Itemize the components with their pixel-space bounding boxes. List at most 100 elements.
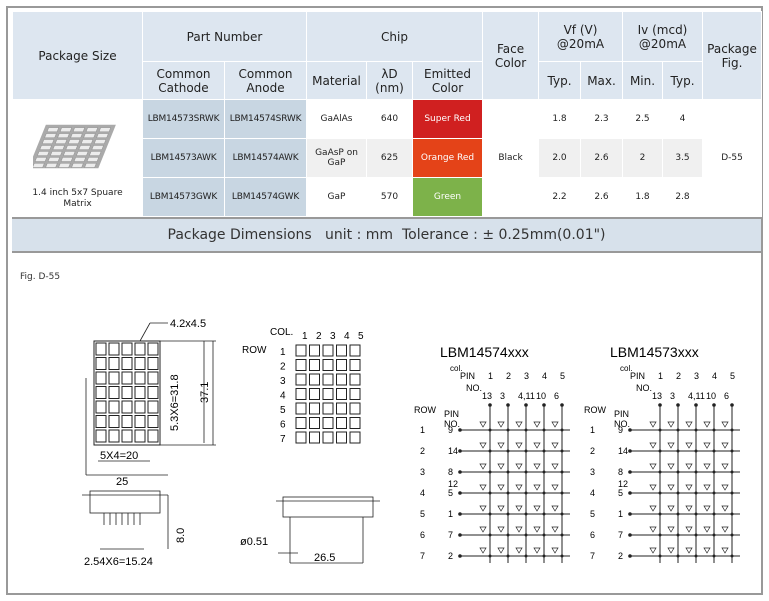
grid-col-number: 4 (344, 331, 350, 342)
grid-cell (336, 388, 347, 400)
wavelength-3: 570 (366, 177, 413, 217)
grid-cell (336, 417, 347, 429)
schem-col-number: 2 (506, 371, 511, 381)
front-dot (95, 342, 107, 356)
schem-node (458, 470, 462, 474)
material-2: GaAsP on GaP (306, 138, 367, 178)
front-dot (147, 386, 159, 399)
grid-row-label: ROW (242, 345, 267, 356)
schem-node (628, 554, 632, 558)
grid-cell (322, 344, 334, 357)
dim-total-width: 25 (116, 476, 128, 488)
schem-led (721, 463, 729, 470)
iv-typ-1: 4 (662, 99, 704, 139)
package-dimensions-bar: Package Dimensions unit : mm Tolerance :… (12, 217, 761, 253)
schem-node (506, 449, 510, 453)
schem-led (667, 421, 675, 428)
cathode-title: LBM14573xxx (610, 344, 699, 360)
header-iv: Iv (mcd) @20mA (622, 11, 704, 62)
schem-row-pin: 8 (448, 467, 453, 477)
schem-led (533, 442, 541, 449)
front-dot (95, 386, 107, 399)
front-dot (134, 415, 146, 428)
schem-led (703, 526, 711, 533)
vf-max-2: 2.6 (580, 138, 624, 178)
matrix-dot (54, 139, 67, 144)
matrix-dot (67, 139, 80, 144)
schem-row-pin: 2 (618, 551, 623, 561)
grid-cell (349, 402, 361, 415)
schem-node (542, 428, 546, 432)
schem-row-number: 4 (590, 488, 595, 498)
schem-col-pin: 4,11 (688, 391, 705, 401)
schem-led (479, 526, 487, 533)
schem-row-pin: 5 (448, 488, 453, 498)
schem-row-number: 1 (420, 425, 425, 435)
schem-node (458, 428, 462, 432)
schem-pin-label: PIN (460, 371, 475, 381)
front-dot (147, 342, 159, 356)
dim-dot-size: 4.2x4.5 (170, 318, 206, 330)
matrix-dot (93, 139, 106, 144)
schem-led (479, 421, 487, 428)
header-package-size: Package Size (12, 11, 143, 100)
header-common-anode: Common Anode (224, 61, 307, 100)
schem-node (730, 491, 734, 495)
schem-col-number: 4 (712, 371, 717, 381)
dim-pin-diameter: ø0.51 (240, 536, 268, 548)
schem-led (667, 442, 675, 449)
schem-led (551, 505, 559, 512)
schem-node (658, 533, 662, 537)
schem-node (712, 403, 716, 407)
grid-col-number: 2 (316, 331, 322, 342)
schem-row-number: 2 (420, 446, 425, 456)
schem-row-number: 3 (590, 467, 595, 477)
dim-height: 5.3X6=31.8 (169, 374, 181, 431)
vf-typ-2: 2.0 (538, 138, 582, 178)
schem-col-label: col. (620, 364, 632, 373)
matrix-dot (56, 133, 70, 138)
front-dot (147, 357, 159, 370)
dim-total-height: 37.1 (199, 382, 211, 403)
schem-led (703, 442, 711, 449)
schem-node (658, 428, 662, 432)
schem-node (712, 554, 716, 558)
header-emitted-color: Emitted Color (411, 61, 484, 100)
cathode-part-1: LBM14573SRWK (142, 99, 225, 139)
schem-col-pin: 3 (670, 391, 675, 401)
header-wavelength: λD (nm) (366, 61, 413, 100)
schem-col-number: 3 (694, 371, 699, 381)
grid-col-label: COL. (270, 327, 293, 338)
schem-node (524, 554, 528, 558)
schem-node (506, 512, 510, 516)
schem-led (685, 463, 693, 470)
grid-cell (349, 373, 361, 386)
schem-node (488, 428, 492, 432)
schem-node (712, 449, 716, 453)
grid-row-number: 2 (280, 362, 286, 373)
front-dot (108, 415, 120, 428)
schem-led (551, 421, 559, 428)
schem-node (658, 449, 662, 453)
schem-no-label: NO. (466, 383, 482, 393)
grid-cell (309, 373, 320, 386)
schem-led (685, 547, 693, 554)
cathode-part-2: LBM14573AWK (142, 138, 225, 178)
schem-led (667, 526, 675, 533)
schem-led (649, 526, 657, 533)
schem-led (667, 484, 675, 491)
schem-node (676, 512, 680, 516)
matrix-dot (60, 157, 73, 162)
front-dot (95, 429, 107, 443)
schem-node (628, 470, 632, 474)
schem-led (649, 505, 657, 512)
schem-node (694, 470, 698, 474)
schem-row-no-label: NO. (444, 419, 460, 429)
schem-led (533, 505, 541, 512)
schem-no-label: NO. (636, 383, 652, 393)
grid-row-number: 5 (280, 405, 286, 416)
schem-led (685, 442, 693, 449)
front-view-matrix (93, 340, 161, 446)
schem-col-number: 5 (730, 371, 735, 381)
schem-row-number: 5 (420, 509, 425, 519)
